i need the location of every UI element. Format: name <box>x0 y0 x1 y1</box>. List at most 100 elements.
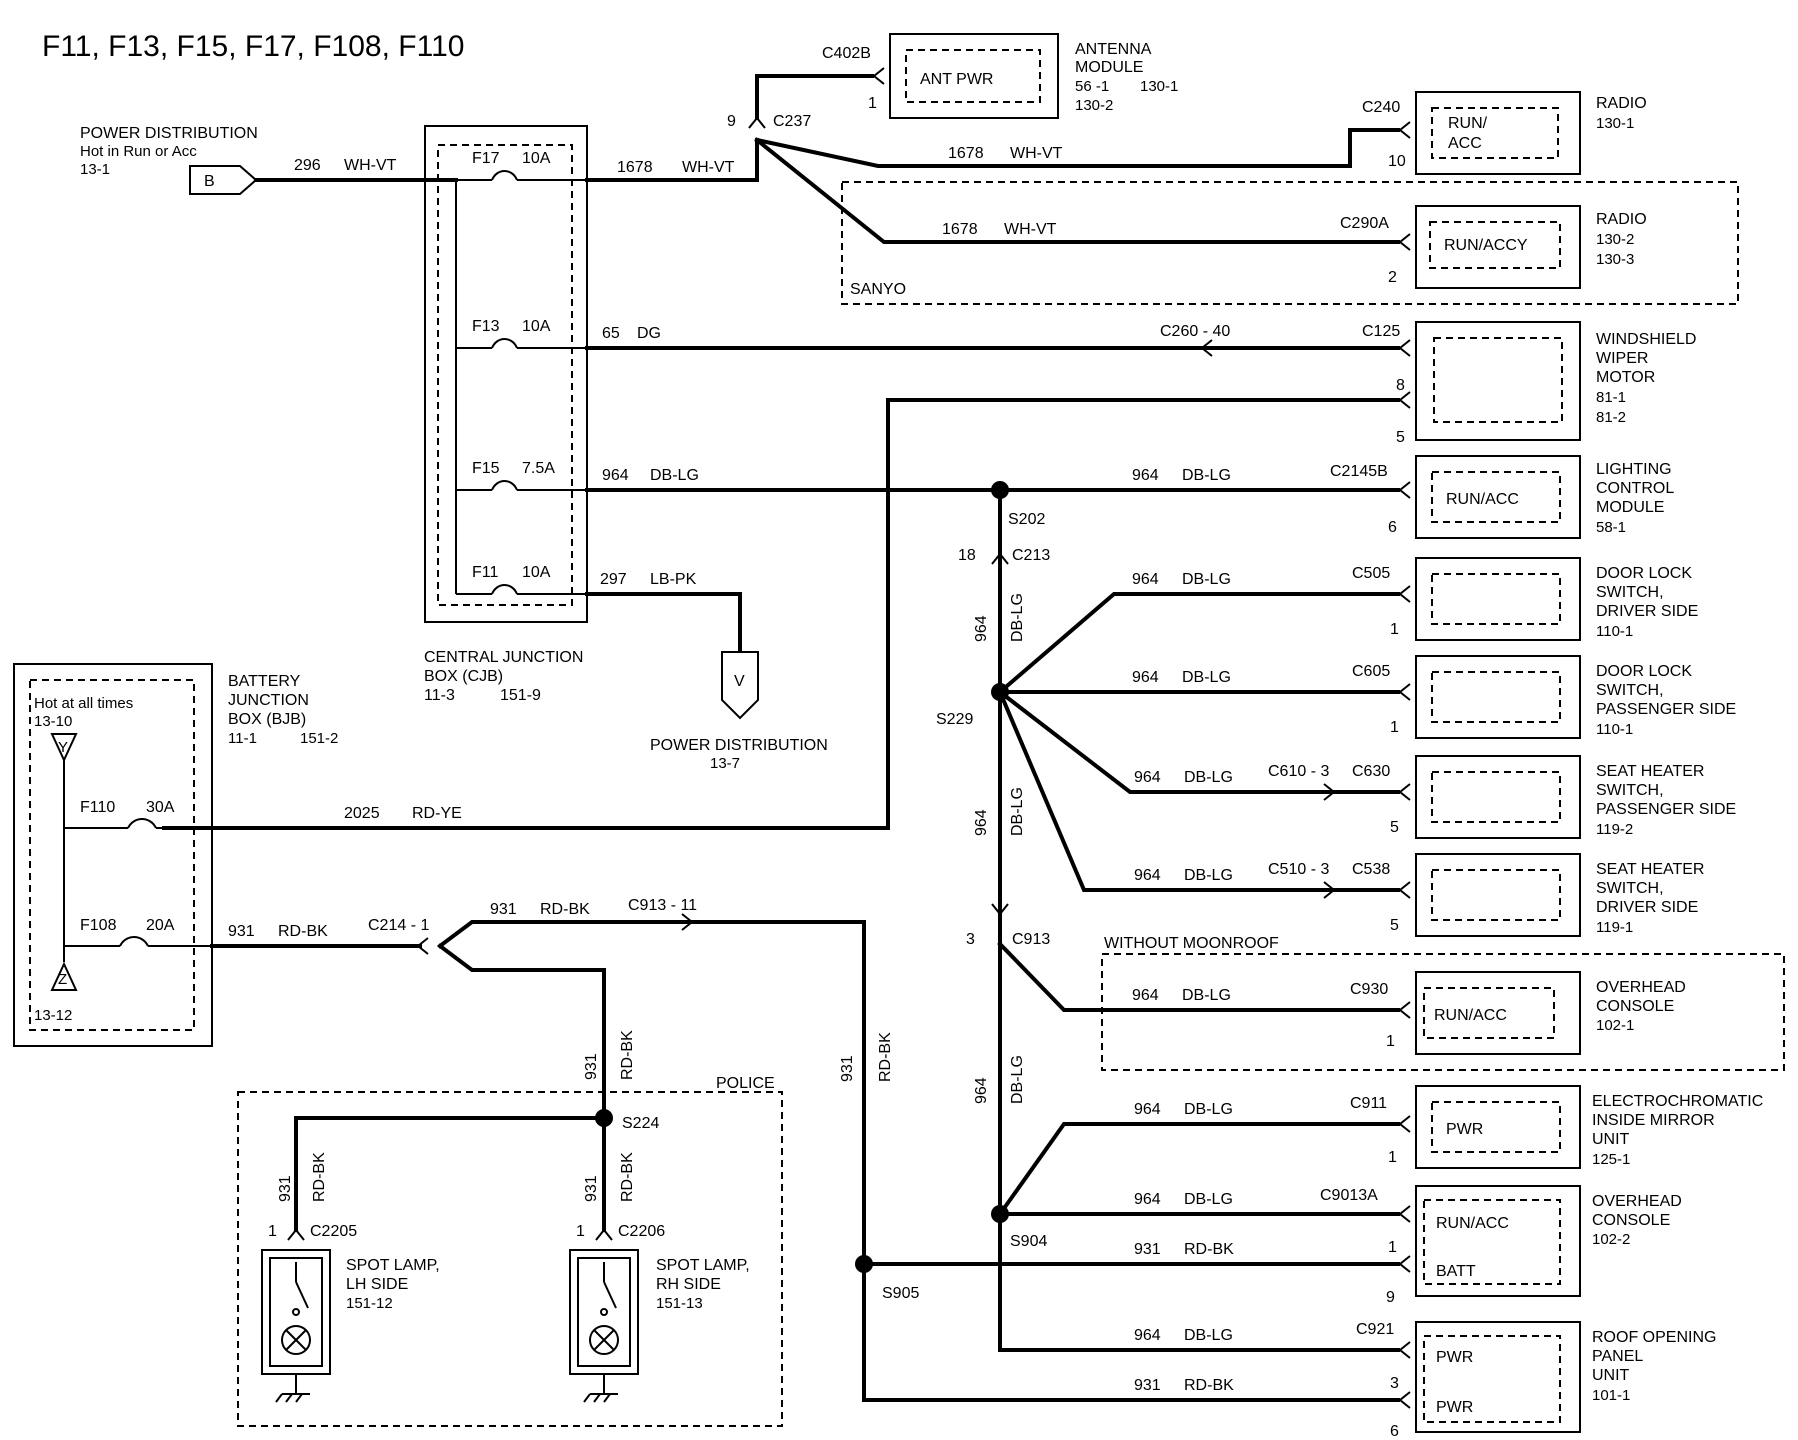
bjb-inner <box>29 679 195 1031</box>
wire-931-to-s905 <box>678 920 1400 1402</box>
spot-rh-switch-arm <box>603 1281 617 1309</box>
c240-id: C240 <box>1362 99 1400 116</box>
radio2-inner <box>1429 221 1561 269</box>
sanyo-label: SANYO <box>850 281 906 298</box>
c290a-id: C290A <box>1340 215 1389 232</box>
roof-label-1: ROOF OPENING <box>1592 1329 1716 1346</box>
c125-id: C125 <box>1362 323 1400 340</box>
wire-1678-radio2-num: 1678 <box>942 221 978 238</box>
c2205-id: C2205 <box>310 1223 357 1240</box>
c213-id: C213 <box>1012 547 1050 564</box>
wire-1678-radio1-num: 1678 <box>948 145 984 162</box>
mirror-box-label: PWR <box>1446 1121 1483 1138</box>
c538-pin: 5 <box>1390 917 1399 934</box>
f108-id: F108 <box>80 917 117 934</box>
c921-pin-3: 3 <box>1390 1375 1399 1392</box>
central-junction-box: F17 10A F13 10A F15 7.5A F11 10A CENTRAL… <box>424 125 588 704</box>
roof-label-3: UNIT <box>1592 1367 1630 1384</box>
s904-label: S904 <box>1010 1233 1047 1250</box>
roof-batt-wire-num: 931 <box>1134 1377 1161 1394</box>
door-driver-label-1: DOOR LOCK <box>1596 565 1692 582</box>
cjb-ref-1: 11-3 <box>424 687 455 704</box>
mirror-label-1: ELECTROCHROMATIC <box>1592 1093 1763 1110</box>
radio2-ref-2: 130-3 <box>1596 251 1634 268</box>
seat-pass-inner <box>1431 771 1561 823</box>
wire-964-color-2: DB-LG <box>1182 467 1231 484</box>
f108-fuse-icon <box>119 936 149 947</box>
overhead1-ref: 102-1 <box>1596 1017 1634 1034</box>
door-driver-inner <box>1431 573 1561 625</box>
pd-top-ref: 13-1 <box>80 161 110 178</box>
f13-fuse-icon <box>491 338 518 349</box>
radio1-box-2: ACC <box>1448 135 1482 152</box>
roof-box <box>1415 1321 1581 1433</box>
f11-fuse-icon <box>491 584 518 595</box>
overhead2-label-1: OVERHEAD <box>1592 1193 1682 1210</box>
bjb-outline <box>13 663 213 1047</box>
antenna-module-box <box>889 33 1059 119</box>
mirror-wire-color: DB-LG <box>1184 1101 1233 1118</box>
c2145b-connector-icon <box>1398 481 1411 499</box>
wire-964-num-2: 964 <box>1132 467 1159 484</box>
lcm-box-label: RUN/ACC <box>1446 491 1519 508</box>
s202-label: S202 <box>1008 511 1045 528</box>
seat-driver-wire-color: DB-LG <box>1184 867 1233 884</box>
wire-931-color-4: RD-BK <box>619 1030 636 1080</box>
police-group <box>237 1091 783 1427</box>
seat-driver-label-1: SEAT HEATER <box>1596 861 1704 878</box>
s224-label: S224 <box>622 1115 659 1132</box>
spot-lh-ground-icon <box>275 1374 310 1403</box>
wire-931-to-s224 <box>437 943 606 1120</box>
c290a-pin: 2 <box>1388 269 1397 286</box>
overhead2-wire-color: DB-LG <box>1184 1191 1233 1208</box>
bjb-label-3: BOX (BJB) <box>228 711 306 728</box>
overhead2-batt-wire-color: RD-BK <box>1184 1241 1234 1258</box>
antenna-ref-2: 130-1 <box>1140 78 1178 95</box>
c214-id: C214 - 1 <box>368 917 429 934</box>
overhead2-wire-num: 964 <box>1134 1191 1161 1208</box>
wire-2025-color: RD-YE <box>412 805 462 822</box>
spot-lh-label-1: SPOT LAMP, <box>346 1257 440 1274</box>
f17-amp: 10A <box>522 150 551 167</box>
lcm-label-2: CONTROL <box>1596 480 1674 497</box>
antenna-module-inner <box>905 49 1041 103</box>
spot-lh-lamp-icon <box>281 1325 311 1355</box>
mirror-inner <box>1431 1101 1561 1153</box>
mirror-label-2: INSIDE MIRROR <box>1592 1112 1715 1129</box>
spot-rh-wire-num: 931 <box>583 1175 600 1202</box>
c9013a-pin-9: 9 <box>1386 1289 1395 1306</box>
c2205-connector-icon <box>287 1228 305 1241</box>
wiper-ref-1: 81-1 <box>1596 389 1626 406</box>
c125-pin-8: 8 <box>1396 377 1405 394</box>
wire-65-color: DG <box>637 325 661 342</box>
roof-inner <box>1423 1335 1561 1423</box>
c930-connector-icon <box>1398 1001 1411 1019</box>
radio2-label: RADIO <box>1596 211 1647 228</box>
door-pass-wire-color: DB-LG <box>1182 669 1231 686</box>
wiper-label-3: MOTOR <box>1596 369 1655 386</box>
c9013a-connector-icon-9 <box>1398 1255 1411 1273</box>
wire-964-roof <box>998 1212 1400 1352</box>
radio2-box <box>1415 205 1581 289</box>
diagram-title: F11, F13, F15, F17, F108, F110 <box>42 30 464 63</box>
antenna-label-1: ANTENNA <box>1075 41 1152 58</box>
sanyo-group <box>841 181 1739 305</box>
door-driver-ref: 110-1 <box>1596 623 1633 640</box>
trunk-964-color-3: DB-LG <box>1009 1055 1026 1104</box>
trunk-964-color-2: DB-LG <box>1009 787 1026 836</box>
roof-wire-num: 964 <box>1134 1327 1161 1344</box>
wire-1678-radio1 <box>754 128 1400 168</box>
c2206-pin: 1 <box>576 1223 585 1240</box>
bjb-ref-bot: 13-12 <box>34 1007 72 1024</box>
c921-pin-6: 6 <box>1390 1423 1399 1440</box>
seat-driver-inner <box>1431 869 1561 921</box>
s905-label: S905 <box>882 1285 919 1302</box>
wiper-ref-2: 81-2 <box>1596 409 1626 426</box>
door-pass-ref: 110-1 <box>1596 721 1633 738</box>
bjb-ref-top: 13-10 <box>34 713 72 730</box>
wire-2025-num: 2025 <box>344 805 380 822</box>
wire-297 <box>585 592 742 652</box>
c2205-pin: 1 <box>268 1223 277 1240</box>
c125-connector-icon-5 <box>1398 391 1411 409</box>
f11-id: F11 <box>472 564 498 581</box>
